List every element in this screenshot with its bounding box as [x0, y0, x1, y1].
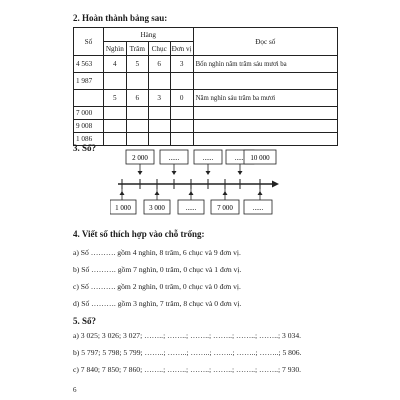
cell-nghin[interactable] — [102, 119, 127, 133]
cell-chuc[interactable] — [147, 119, 171, 133]
cell-don-vi[interactable] — [169, 106, 194, 120]
header-hang: Hàng — [102, 27, 194, 42]
bottom-box[interactable]: 1 000 — [110, 189, 137, 215]
cell-nghin[interactable] — [102, 132, 127, 146]
table-row: 7 000 — [73, 106, 339, 120]
ex3-title: 3. Số? — [73, 143, 97, 153]
bottom-box-label: 1 000 — [115, 204, 131, 212]
cell-doc-so[interactable]: Năm nghìn sáu trăm ba mươi — [192, 89, 339, 107]
bottom-box-label: ...... — [186, 204, 197, 212]
cell-so[interactable]: 9 008 — [73, 119, 104, 133]
top-box-label: ...... — [169, 154, 180, 162]
cell-don-vi[interactable]: 3 — [169, 55, 194, 73]
cell-doc-so[interactable]: Bốn nghìn năm trăm sáu mươi ba — [192, 55, 339, 73]
table-row: 5 6 3 0 Năm nghìn sáu trăm ba mươi — [73, 89, 339, 107]
ex4-line-c[interactable]: c) Số ………. gồm 2 nghìn, 0 trăm, 0 chục v… — [73, 282, 241, 291]
axis-arrow-icon — [272, 180, 279, 188]
cell-don-vi[interactable] — [169, 72, 194, 90]
cell-don-vi[interactable]: 0 — [169, 89, 194, 107]
header-don-vi: Đơn vị — [169, 41, 194, 56]
top-box[interactable]: ...... — [193, 149, 223, 175]
bottom-box-label: 3 000 — [149, 204, 165, 212]
header-so: Số — [73, 27, 104, 56]
cell-chuc[interactable]: 3 — [147, 89, 171, 107]
header-doc-so: Đọc số — [192, 27, 339, 56]
ex2-title: 2. Hoàn thành bảng sau: — [73, 13, 168, 23]
ex4-title: 4. Viết số thích hợp vào chỗ trống: — [73, 229, 205, 239]
bottom-box[interactable]: ...... — [243, 189, 273, 215]
cell-tram[interactable] — [125, 119, 149, 133]
cell-tram[interactable] — [125, 106, 149, 120]
cell-nghin[interactable]: 5 — [102, 89, 127, 107]
header-tram: Trăm — [125, 41, 149, 56]
ex4-line-b[interactable]: b) Số ………. gồm 7 nghìn, 0 trăm, 0 chục v… — [73, 265, 242, 274]
cell-so[interactable]: 4 563 — [73, 55, 104, 73]
ex5-title: 5. Số? — [73, 316, 97, 326]
cell-don-vi[interactable] — [169, 119, 194, 133]
cell-nghin[interactable]: 4 — [102, 55, 127, 73]
bottom-box[interactable]: 3 000 — [143, 189, 171, 215]
top-box[interactable]: 10 000 — [243, 149, 277, 165]
ex4-line-a[interactable]: a) Số ………. gồm 4 nghìn, 8 trăm, 6 chục v… — [73, 248, 241, 257]
cell-don-vi[interactable] — [169, 132, 194, 146]
ex5-line-b[interactable]: b) 5 797; 5 798; 5 799; ……..; ……..; ……..… — [73, 348, 302, 357]
cell-doc-so[interactable] — [192, 119, 339, 133]
cell-tram[interactable]: 6 — [125, 89, 149, 107]
cell-so[interactable]: 1 086 — [73, 132, 104, 146]
bottom-box-label: 7 000 — [217, 204, 233, 212]
bottom-box[interactable]: 7 000 — [210, 189, 240, 215]
cell-chuc[interactable] — [147, 106, 171, 120]
cell-doc-so[interactable] — [192, 72, 339, 90]
top-box-label: 2 000 — [132, 154, 148, 162]
bottom-box[interactable]: ...... — [177, 189, 205, 215]
cell-chuc[interactable] — [147, 132, 171, 146]
table-row: 9 008 — [73, 119, 339, 133]
top-box-label: ...... — [235, 154, 246, 162]
table-row: 1 987 — [73, 72, 339, 90]
page-number: 6 — [73, 386, 77, 394]
cell-doc-so[interactable] — [192, 132, 339, 146]
cell-tram[interactable] — [125, 72, 149, 90]
cell-nghin[interactable] — [102, 72, 127, 90]
cell-so[interactable]: 1 987 — [73, 72, 104, 90]
top-box-label: ...... — [203, 154, 214, 162]
ex5-line-a[interactable]: a) 3 025; 3 026; 3 027; ……..; ……..; ……..… — [73, 331, 302, 340]
table-row: 1 086 — [73, 132, 339, 146]
number-line: 2 000 ...... ...... ...... 10 000 — [110, 149, 279, 215]
top-box[interactable]: 2 000 — [125, 149, 155, 175]
axis-ticks — [121, 179, 261, 189]
place-value-table: Số Hàng Đọc số Nghìn Trăm Chục Đơn vị 4 … — [73, 27, 339, 146]
header-chuc: Chục — [147, 41, 171, 56]
cell-tram[interactable]: 5 — [125, 55, 149, 73]
cell-nghin[interactable] — [102, 106, 127, 120]
cell-tram[interactable] — [125, 132, 149, 146]
top-box[interactable]: ...... — [159, 149, 189, 175]
cell-so[interactable] — [73, 89, 104, 107]
top-box-label: 10 000 — [250, 154, 270, 162]
table-row: 4 563 4 5 6 3 Bốn nghìn năm trăm sáu mươ… — [73, 55, 339, 73]
cell-chuc[interactable]: 6 — [147, 55, 171, 73]
bottom-box-label: ...... — [253, 204, 264, 212]
cell-chuc[interactable] — [147, 72, 171, 90]
cell-so[interactable]: 7 000 — [73, 106, 104, 120]
ex4-line-d[interactable]: d) Số ………. gồm 3 nghìn, 7 trăm, 8 chục v… — [73, 299, 242, 308]
cell-doc-so[interactable] — [192, 106, 339, 120]
header-nghin: Nghìn — [102, 41, 127, 56]
ex5-line-c[interactable]: c) 7 840; 7 850; 7 860; ……..; ……..; ……..… — [73, 365, 302, 374]
